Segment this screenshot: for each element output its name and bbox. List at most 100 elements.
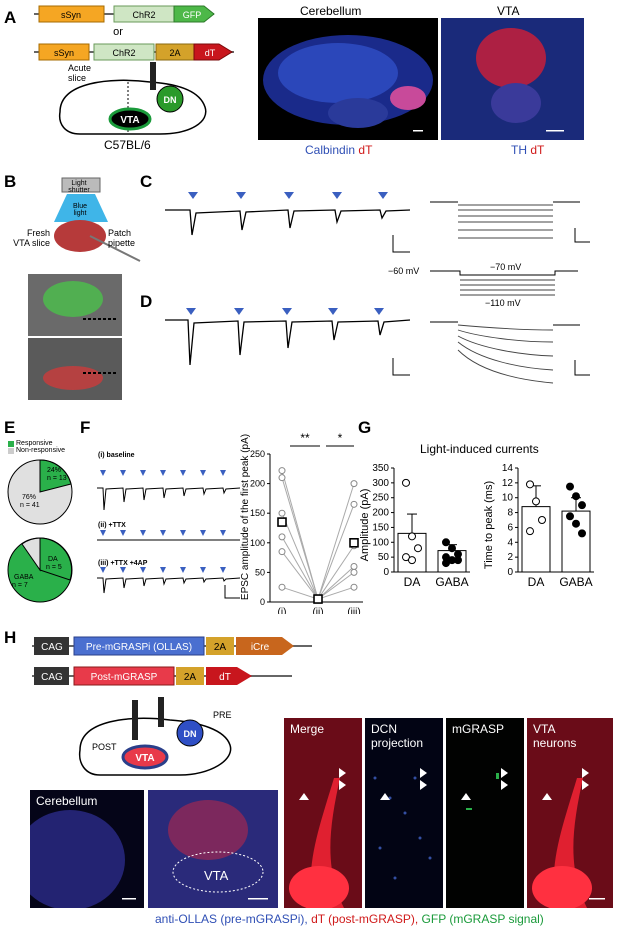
h-cereb-label: Cerebellum	[36, 794, 98, 808]
cd-traces	[165, 192, 590, 384]
g-left-ytick-label: 100	[372, 537, 389, 548]
h-pre-label: PRE	[213, 710, 232, 720]
g-right-point	[566, 482, 574, 491]
a-c2-dt: dT	[205, 48, 216, 58]
f-ytick-label: 0	[260, 597, 265, 607]
g-left-xtick-label: GABA	[435, 575, 468, 589]
f-cell-point	[350, 583, 358, 591]
h-brain-schematic: VTA DN	[78, 697, 232, 776]
b-patch-pipette: Patch pipette	[108, 228, 136, 248]
e-pies	[7, 459, 73, 603]
a-caption-2: TH dT	[511, 143, 544, 157]
cd-vstep2: −110 mV	[485, 298, 521, 308]
b-red-image	[28, 338, 122, 400]
g-right-ytick-label: 6	[507, 522, 513, 533]
f-xticks: (i)(ii)(iii)	[278, 607, 361, 614]
h-tile-merge	[284, 718, 362, 908]
f-cell-point	[278, 474, 286, 482]
f-paired-lines	[281, 470, 355, 601]
g-left-point	[442, 559, 450, 568]
h-r1-cag: CAG	[41, 642, 63, 653]
f-ylabel: EPSC amplitude of the first peak (pA)	[240, 434, 251, 600]
h-cap-red: dT (post-mGRASP),	[311, 912, 419, 926]
h-r2-post: Post-mGRASP	[91, 672, 158, 683]
e-pie1-green-n: n = 13	[47, 475, 67, 482]
g-right-point	[538, 516, 546, 524]
a-vta-image	[441, 18, 584, 140]
a-c2-sSyn: sSyn	[54, 48, 74, 58]
g-right-point	[566, 512, 574, 521]
b-setup-schematic	[54, 177, 141, 262]
f-xtick-label: (iii)	[347, 607, 360, 614]
a-acute-slice: Acute slice	[68, 63, 92, 83]
f-ytick-label: 100	[250, 538, 265, 548]
g-right-point	[532, 497, 540, 506]
h-r1-icre: iCre	[251, 642, 270, 653]
g-left-ytick-label: 0	[383, 567, 389, 578]
f-scatter-chart: EPSC amplitude of the first peak (pA) 0 5…	[240, 432, 363, 614]
panel-label-g: G	[358, 418, 372, 437]
g-left-ytick-label: 300	[372, 478, 389, 489]
g-right-ytick-label: 12	[502, 478, 514, 489]
h-post-label: POST	[92, 742, 117, 752]
f-sig-1: **	[300, 432, 310, 445]
a-img2-title: VTA	[497, 4, 520, 18]
a-dn-label: DN	[164, 95, 177, 105]
f-ytick-label: 200	[250, 479, 265, 489]
a-or: or	[113, 26, 123, 38]
g-left-point	[414, 544, 422, 553]
f-trace-label-3: (iii) +TTX +4AP	[98, 560, 148, 567]
h-tile-mgrasp-label: mGRASP	[452, 722, 505, 736]
a-cap1-calbindin: Calbindin	[305, 143, 356, 157]
h-r1-pre: Pre-mGRASPi (OLLAS)	[86, 642, 192, 653]
g-right-ytick-label: 10	[502, 493, 514, 504]
panel-label-e: E	[4, 418, 16, 437]
g-right-ylabel: Time to peak (ms)	[484, 481, 495, 569]
f-trace-label-2: (ii) +TTX	[98, 522, 126, 529]
a-img1-title: Cerebellum	[300, 4, 362, 18]
g-right-point	[526, 527, 534, 536]
g-right-xtick-label: GABA	[559, 575, 592, 589]
f-cell-point	[350, 500, 358, 508]
panel-label-d: D	[140, 292, 153, 311]
h-vta-image	[148, 790, 278, 908]
g-left-ytick-label: 250	[372, 493, 389, 504]
g-left-ytick-label: 200	[372, 508, 389, 519]
g-right-xtick-label: DA	[528, 575, 545, 589]
cd-vhold: −60 mV	[388, 266, 420, 276]
f-cell-line	[281, 551, 355, 600]
g-right-point	[572, 492, 580, 501]
e-pie2-da: DA	[48, 556, 58, 563]
f-cell-point	[278, 583, 286, 591]
a-cerebellum-image	[258, 18, 438, 140]
panel-label-c: C	[140, 172, 153, 191]
panel-a-constructs: sSyn ChR2 GFP or sSyn ChR2 2A dT	[34, 5, 234, 61]
g-left-point	[402, 478, 410, 487]
a-mouse-strain: C57BL/6	[104, 138, 151, 152]
f-cell-point	[278, 509, 286, 517]
e-pie2-gaba-n: n = 7	[12, 582, 28, 589]
g-left-point	[442, 538, 450, 547]
f-trace-label-1: (i) baseline	[98, 452, 135, 459]
g-right-ytick-label: 0	[507, 567, 513, 578]
g-right-bar	[521, 506, 551, 573]
e-legend-nonresponsive: Non-responsive	[16, 447, 66, 454]
g-right-ytick-label: 4	[507, 537, 513, 548]
h-tile-vta-label: VTA neurons	[533, 722, 577, 750]
b-green-image	[28, 274, 122, 336]
h-tile-vta-neurons	[527, 718, 613, 908]
h-cap-blue: anti-OLLAS (pre-mGRASPi),	[155, 912, 308, 926]
a-c2-chr2: ChR2	[112, 48, 135, 58]
f-ytick-label: 150	[250, 508, 265, 518]
g-right-ytick-label: 8	[507, 508, 513, 519]
f-ytick-label: 50	[255, 567, 265, 577]
a-vta-label: VTA	[120, 115, 139, 126]
a-caption-1: Calbindin dT	[305, 143, 372, 157]
h-r2-cag: CAG	[41, 672, 63, 683]
panel-label-a: A	[4, 8, 17, 27]
g-left-point	[454, 556, 462, 565]
f-xtick-label: (i)	[278, 607, 287, 614]
